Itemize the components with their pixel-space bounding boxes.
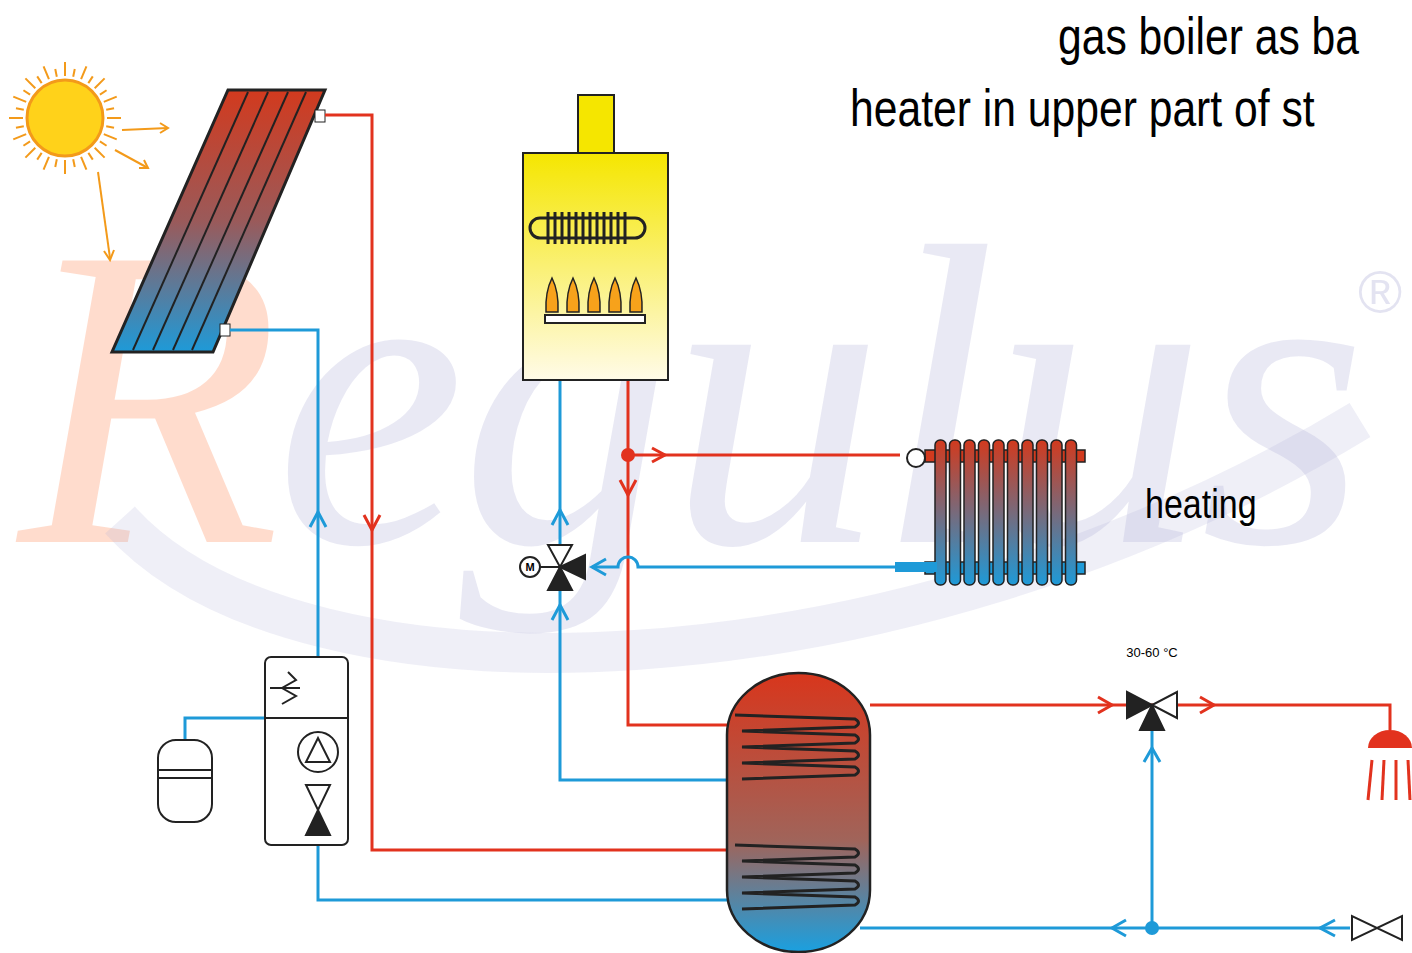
sun-ray [88,153,92,160]
pipe-line [592,557,895,567]
radiator-section [964,440,975,585]
sun-ray [25,148,35,158]
shower-head [1368,730,1412,800]
sun-ray [13,97,26,102]
sun-ray [106,108,114,110]
registered-mark: ® [1358,258,1402,327]
sun-ray [16,126,24,128]
radiator-node: heating [895,436,1285,588]
exchanger-fin [589,212,592,244]
radiator-section [1051,440,1062,585]
sun-ray [95,148,105,158]
mixing-valve-node: 30-60 °C [1112,642,1192,732]
sun-ray [104,134,117,139]
exchanger-fin [568,212,571,244]
flame [609,278,621,312]
sun-ray [55,159,57,167]
node-label: M [525,562,534,573]
sun-ray [106,126,114,128]
sun-ray [104,97,117,102]
pump-group [158,657,348,845]
radiator-section [993,440,1004,585]
sun-ray [23,141,30,145]
exchanger-fin [596,212,599,244]
exchanger-fin [624,212,627,244]
flame [546,278,558,312]
return-pipe [592,557,895,575]
flame [567,278,579,312]
heat-exchanger-coil [735,715,859,779]
sun-ray [64,160,66,174]
heat-exchanger-coil [735,845,859,909]
sun [9,62,168,260]
motor-valve [520,545,585,590]
sun-ray [55,69,57,77]
sun-ray [88,76,92,83]
sun-ray [25,78,35,88]
sun-ray [73,69,75,77]
sun-ray [23,90,30,94]
arrowhead [592,559,606,575]
solar-collector [112,90,325,352]
flame [630,278,642,312]
sun-ray [37,153,41,160]
radiator-section [950,440,961,585]
sun-ray [13,134,26,139]
gas-boiler [523,95,668,380]
storage-tank [727,673,870,952]
exchanger-fin [547,212,550,244]
sun-ray [37,76,41,83]
title-line: heater in upper part of st [850,78,1315,138]
exchanger-fin [610,212,613,244]
exchanger-fin [561,212,564,244]
exchanger-fin [582,212,585,244]
radiator-section [1037,440,1048,585]
exchanger-fin [603,212,606,244]
flame [588,278,600,312]
watermark-swoosh [120,420,1360,653]
sun-ray [64,62,66,76]
radiator [895,440,1085,585]
motor-valve-node: M [520,545,590,590]
title: gas boiler as ba [1058,6,1359,66]
exchanger-fin [617,212,620,244]
node-label: heating [1145,484,1257,524]
sun-ray [81,66,86,79]
sun-ray [100,141,107,145]
sun-ray [81,157,86,170]
radiator-section [1066,440,1077,585]
radiator-section [979,440,990,585]
sun-ray [44,157,49,170]
exchanger-fin [554,212,557,244]
thermostatic-mixing-valve [1127,692,1177,730]
shut-off-valve [1352,916,1402,940]
sun-ray [44,66,49,79]
sun-ray [9,117,23,119]
sun-ray [16,108,24,110]
radiator-section [1008,440,1019,585]
sun-ray [95,78,105,88]
node-label: 30-60 °C [1126,646,1177,659]
sun-ray [107,117,121,119]
radiator-section [1022,440,1033,585]
sun-ray [100,90,107,94]
sun-ray [73,159,75,167]
exchanger-fin [575,212,578,244]
